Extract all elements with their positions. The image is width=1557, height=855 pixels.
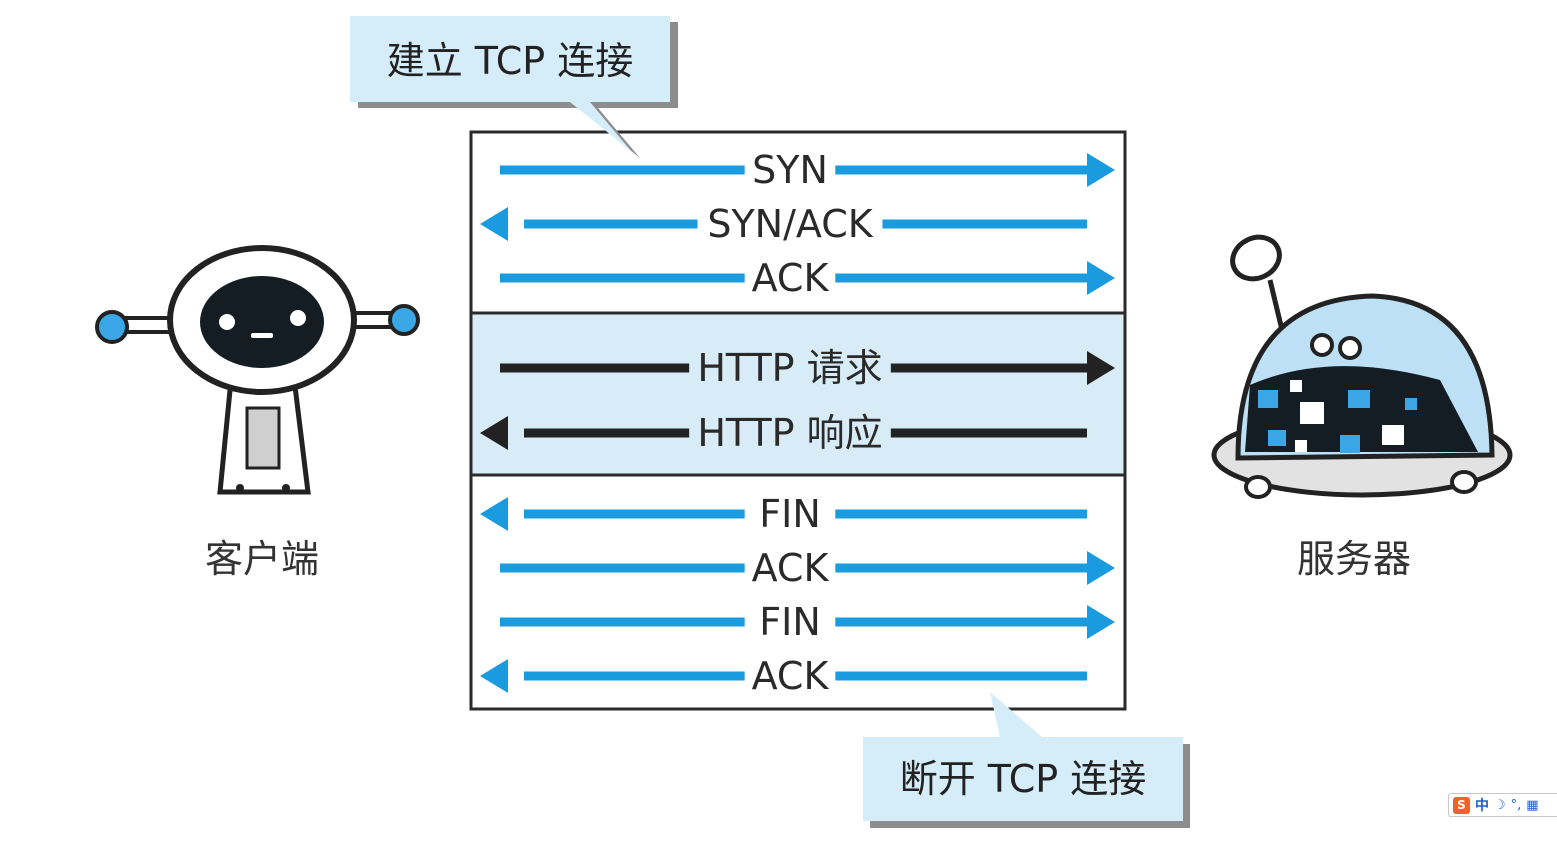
server-eye <box>1310 333 1334 357</box>
arrow-left-icon <box>480 207 508 241</box>
robot-mouth <box>251 333 273 338</box>
message-label: ACK <box>752 256 830 300</box>
arrow-right-icon <box>1087 261 1115 295</box>
server-label: 服务器 <box>1297 537 1411 581</box>
disconnect-bubble: 断开 TCP 连接 <box>863 692 1190 828</box>
antenna-dish <box>1230 234 1282 282</box>
robot-hand <box>388 304 420 336</box>
message-box <box>469 130 1127 711</box>
server-eye <box>1338 336 1362 360</box>
message-label: HTTP 请求 <box>697 346 882 390</box>
server-robot <box>1211 234 1513 499</box>
message-label: SYN/ACK <box>707 202 873 246</box>
sogou-logo-icon: S <box>1453 796 1470 814</box>
client-robot <box>95 245 420 495</box>
arrows-layer: SYN SYN/ACK ACK HTTP 请求 HTTP 响应 FIN ACK FIN ACK <box>480 148 1115 698</box>
arrow-left-icon <box>480 659 508 693</box>
http-section-band <box>471 313 1125 475</box>
ime-mode-toggle[interactable]: 中 <box>1475 798 1489 814</box>
arrow-right-icon <box>1087 153 1115 187</box>
robot-eye <box>219 314 235 330</box>
client-label: 客户端 <box>205 537 319 581</box>
arrow-left-icon <box>480 416 508 450</box>
message-label: ACK <box>752 654 830 698</box>
keyboard-icon[interactable]: ▦ <box>1526 797 1539 813</box>
arrow-right-icon <box>1087 351 1115 385</box>
ime-toolbar[interactable]: S 中 ☽ °, ▦ <box>1448 793 1557 817</box>
message-label: SYN <box>752 148 828 192</box>
message-label: FIN <box>759 600 821 644</box>
arrow-right-icon <box>1087 551 1115 585</box>
robot-eye <box>290 310 306 326</box>
establish-bubble: 建立 TCP 连接 <box>350 16 678 158</box>
server-screen <box>1245 366 1478 452</box>
arrow-left-icon <box>480 497 508 531</box>
robot-panel <box>245 406 281 470</box>
arrow-right-icon <box>1087 605 1115 639</box>
disconnect-bubble-text: 断开 TCP 连接 <box>900 757 1147 801</box>
message-label: HTTP 响应 <box>697 411 882 455</box>
robot-face <box>200 276 324 368</box>
message-label: FIN <box>759 492 821 536</box>
establish-bubble-text: 建立 TCP 连接 <box>387 39 634 83</box>
half-moon-icon[interactable]: ☽ <box>1494 797 1506 813</box>
robot-hand <box>95 310 129 344</box>
message-label: ACK <box>752 546 830 590</box>
punctuation-icon[interactable]: °, <box>1510 797 1522 813</box>
